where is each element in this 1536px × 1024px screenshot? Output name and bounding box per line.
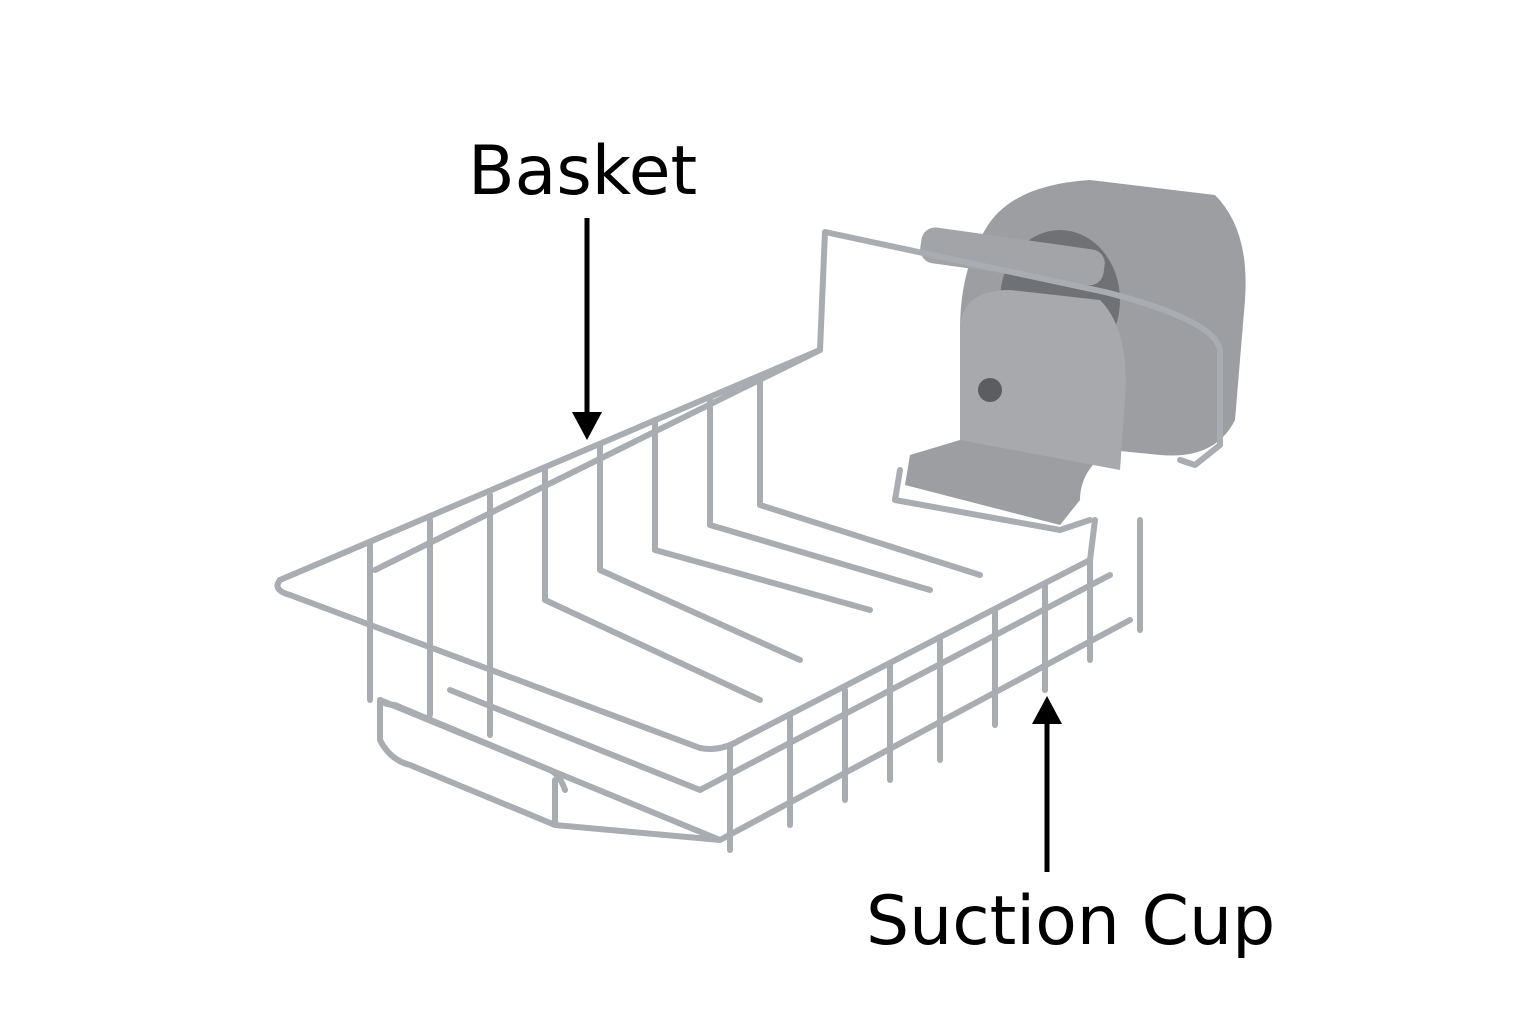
suction-cup-arrow (1032, 696, 1062, 872)
basket-arrow (572, 218, 602, 440)
clamp-sleeve (920, 227, 1105, 286)
basket-label: Basket (468, 132, 698, 211)
basket-ribs (367, 377, 1143, 853)
faucet-clamp (905, 180, 1246, 525)
suction-cup-label: Suction Cup (866, 882, 1276, 961)
wire-basket (274, 229, 1223, 853)
clamp-base (960, 290, 1126, 470)
screw-hole-icon (978, 378, 1002, 402)
